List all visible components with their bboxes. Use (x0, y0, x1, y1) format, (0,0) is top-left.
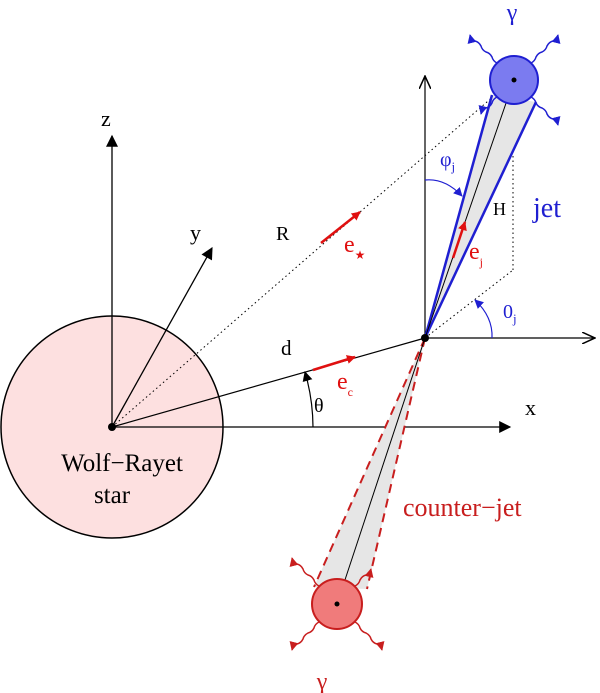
axis-label-y: y (190, 220, 201, 245)
jet-axis-line (424, 79, 515, 339)
separation-line-d (111, 337, 426, 428)
label-e-star-main: e (344, 232, 355, 258)
e-j-vector (451, 221, 467, 259)
label-theta-j-sub: j (512, 311, 517, 326)
phi-j-arc (424, 179, 463, 197)
jet-cone-edge-left (423, 94, 494, 339)
label-e-star: e★ (344, 232, 365, 262)
label-e-j-sub: j (479, 255, 483, 269)
star-label-line1: Wolf−Rayet (61, 450, 183, 477)
label-R: R (276, 223, 290, 245)
label-e-j-main: e (469, 239, 480, 265)
dotted-projection-1 (424, 269, 514, 339)
label-phi-j-main: φ (440, 149, 452, 171)
jet-base-point (421, 334, 429, 342)
label-e-j: ej (469, 239, 483, 269)
label-e-c: ec (337, 369, 353, 399)
counter-jet-edge-left (313, 337, 426, 588)
label-jet: jet (532, 193, 561, 224)
label-phi-j: φj (440, 149, 455, 174)
label-phi-j-sub: j (451, 159, 456, 174)
label-theta-j-main: 0 (503, 301, 513, 323)
label-counter-jet: counter−jet (403, 493, 522, 522)
axis-label-x: x (525, 395, 536, 420)
jet-blob-center (511, 77, 517, 83)
y-axis (111, 246, 213, 428)
jet-cone-edge-right (423, 101, 538, 339)
label-e-c-sub: c (348, 385, 353, 399)
star-label-line2: star (94, 482, 131, 509)
theta-j-arc (474, 299, 493, 339)
label-H: H (493, 199, 506, 219)
label-counter-jet-photon: γ (316, 669, 328, 693)
counter-jet-edge-right (366, 337, 426, 590)
e-star-vector (320, 211, 361, 244)
label-e-c-main: e (337, 369, 348, 395)
theta-arc (302, 371, 314, 428)
star-center-point (108, 423, 116, 431)
label-theta: θ (314, 395, 324, 417)
e-c-vector (312, 355, 356, 372)
jet-photon-arrows (467, 34, 561, 126)
counter-jet-blob-center (334, 601, 340, 607)
axis-label-z: z (101, 106, 111, 131)
label-jet-photon: γ (506, 0, 518, 26)
counter-jet-photon-arrows (289, 557, 385, 651)
label-theta-j: 0j (503, 301, 517, 326)
counter-jet-axis-line (336, 337, 426, 605)
label-d: d (281, 336, 292, 360)
label-e-star-sub: ★ (355, 248, 366, 262)
